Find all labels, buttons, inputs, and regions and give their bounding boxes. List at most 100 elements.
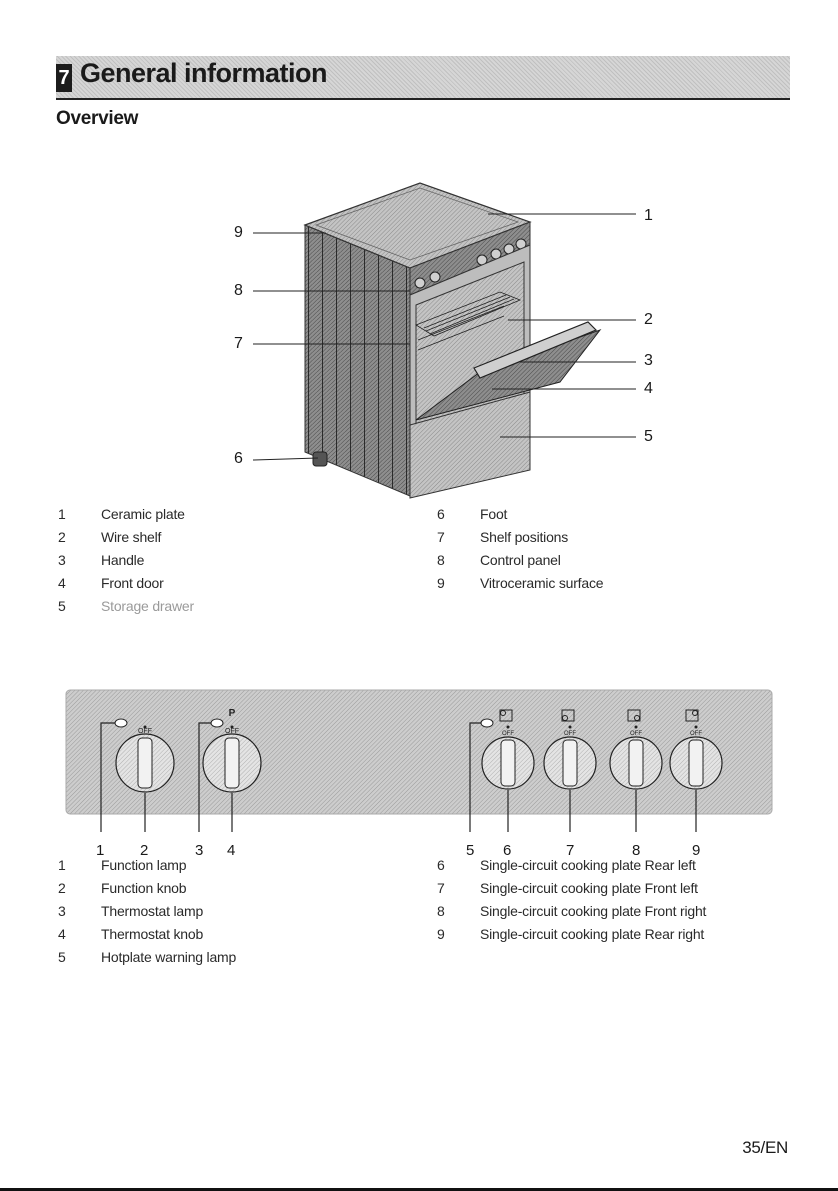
legend-text: Storage drawer <box>101 598 194 614</box>
legend-number: 3 <box>58 552 66 568</box>
oven-illustration <box>252 182 636 499</box>
legend-text: Single-circuit cooking plate Front left <box>480 880 698 896</box>
legend-text: Thermostat knob <box>101 926 204 942</box>
legend-number: 9 <box>437 926 445 942</box>
panel-callout-9: 9 <box>692 842 701 859</box>
legend-item: 9 Vitroceramic surface <box>437 572 777 595</box>
hotplate-knob-rear-right[interactable] <box>669 736 723 790</box>
chapter-number: 7 <box>56 64 72 92</box>
chapter-title: General information <box>80 58 328 88</box>
legend-number: 1 <box>58 506 66 522</box>
hotplate-warning-lamp <box>480 718 494 728</box>
oven-callout-2: 2 <box>644 311 653 328</box>
oven-legend-left: 1 Ceramic plate 2 Wire shelf 3 Handle 4 Fron… <box>58 503 378 618</box>
oven-callout-9: 9 <box>234 224 243 241</box>
panel-leader-lines <box>100 722 697 832</box>
legend-number: 6 <box>437 857 445 873</box>
panel-callout-5: 5 <box>466 842 475 859</box>
oven-callout-8: 8 <box>234 282 243 299</box>
panel-callout-6: 6 <box>503 842 512 859</box>
legend-item: 6 Single-circuit cooking plate Rear left <box>437 854 797 877</box>
legend-text: Foot <box>480 506 508 522</box>
legend-text: Single-circuit cooking plate Rear right <box>480 926 705 942</box>
legend-number: 7 <box>437 880 445 896</box>
control-panel-illustration: OFF OFF OFF OFF OFF OFF P <box>65 689 773 832</box>
oven-leader-lines <box>252 213 636 461</box>
front-door <box>415 328 602 421</box>
legend-number: 5 <box>58 598 66 614</box>
knob-off-label: OFF <box>630 731 642 737</box>
oven-callout-7: 7 <box>234 335 243 352</box>
panel-callout-8: 8 <box>632 842 641 859</box>
legend-text: Control panel <box>480 552 561 568</box>
legend-text: Function lamp <box>101 857 187 873</box>
legend-number: 1 <box>58 857 66 873</box>
legend-text: Wire shelf <box>101 529 162 545</box>
knob-off-label: OFF <box>225 728 239 735</box>
legend-item: 8 Control panel <box>437 549 777 572</box>
legend-text: Thermostat lamp <box>101 903 204 919</box>
legend-item: 8 Single-circuit cooking plate Front righ… <box>437 900 797 923</box>
legend-item: 5 Storage drawer <box>58 595 378 618</box>
legend-number: 8 <box>437 552 445 568</box>
legend-number: 7 <box>437 529 445 545</box>
legend-text: Vitroceramic surface <box>480 575 604 591</box>
legend-number: 9 <box>437 575 445 591</box>
oven-callout-1: 1 <box>644 207 653 224</box>
oven-foot <box>312 451 328 467</box>
legend-text: Ceramic plate <box>101 506 185 522</box>
legend-text: Single-circuit cooking plate Front right <box>480 903 707 919</box>
oven-callout-6: 6 <box>234 450 243 467</box>
knob-off-label: OFF <box>502 731 514 737</box>
section-title: Overview <box>56 108 139 129</box>
legend-text: Handle <box>101 552 145 568</box>
panel-callout-3: 3 <box>195 842 204 859</box>
hotplate-knob-front-left[interactable] <box>543 736 597 790</box>
oven-legend-right: 6 Foot 7 Shelf positions 8 Control panel 9 V… <box>437 503 777 595</box>
legend-item: 7 Single-circuit cooking plate Front left <box>437 877 797 900</box>
thermostat-symbol: P <box>229 708 236 719</box>
hotplate-knob-front-right[interactable] <box>609 736 663 790</box>
legend-item: 2 Function knob <box>58 877 378 900</box>
legend-number: 2 <box>58 529 66 545</box>
legend-text: Shelf positions <box>480 529 569 545</box>
legend-text: Function knob <box>101 880 187 896</box>
legend-number: 6 <box>437 506 445 522</box>
knob-off-label: OFF <box>138 728 152 735</box>
legend-item: 9 Single-circuit cooking plate Rear right <box>437 923 797 946</box>
oven-callout-5: 5 <box>644 428 653 445</box>
legend-number: 2 <box>58 880 66 896</box>
legend-number: 4 <box>58 575 66 591</box>
wire-shelf <box>415 291 522 351</box>
thermostat-lamp <box>210 718 224 728</box>
function-lamp <box>114 718 128 728</box>
legend-item: 2 Wire shelf <box>58 526 378 549</box>
hotplate-knob-rear-left[interactable] <box>481 736 535 790</box>
knob-index-dots <box>143 725 698 729</box>
knob-off-label: OFF <box>564 731 576 737</box>
legend-text: Front door <box>101 575 164 591</box>
thermostat-knob[interactable] <box>202 733 262 793</box>
storage-drawer <box>409 391 531 499</box>
footer-rule <box>0 1188 838 1191</box>
function-knob[interactable] <box>115 733 175 793</box>
page-number: 35/EN <box>742 1138 788 1157</box>
legend-item: 4 Front door <box>58 572 378 595</box>
panel-callout-4: 4 <box>227 842 236 859</box>
plate-rear-right-icon <box>685 709 699 722</box>
legend-item: 7 Shelf positions <box>437 526 777 549</box>
handle <box>473 321 598 379</box>
plate-front-left-icon <box>561 709 575 722</box>
oven-callout-3: 3 <box>644 352 653 369</box>
panel-callout-7: 7 <box>566 842 575 859</box>
legend-number: 5 <box>58 949 66 965</box>
oven-callout-4: 4 <box>644 380 653 397</box>
plate-rear-left-icon <box>499 709 513 722</box>
panel-callout-2: 2 <box>140 842 149 859</box>
knob-off-label: OFF <box>690 731 702 737</box>
legend-text: Single-circuit cooking plate Rear left <box>480 857 696 873</box>
chapter-banner: 7 General information <box>56 56 790 100</box>
legend-number: 8 <box>437 903 445 919</box>
